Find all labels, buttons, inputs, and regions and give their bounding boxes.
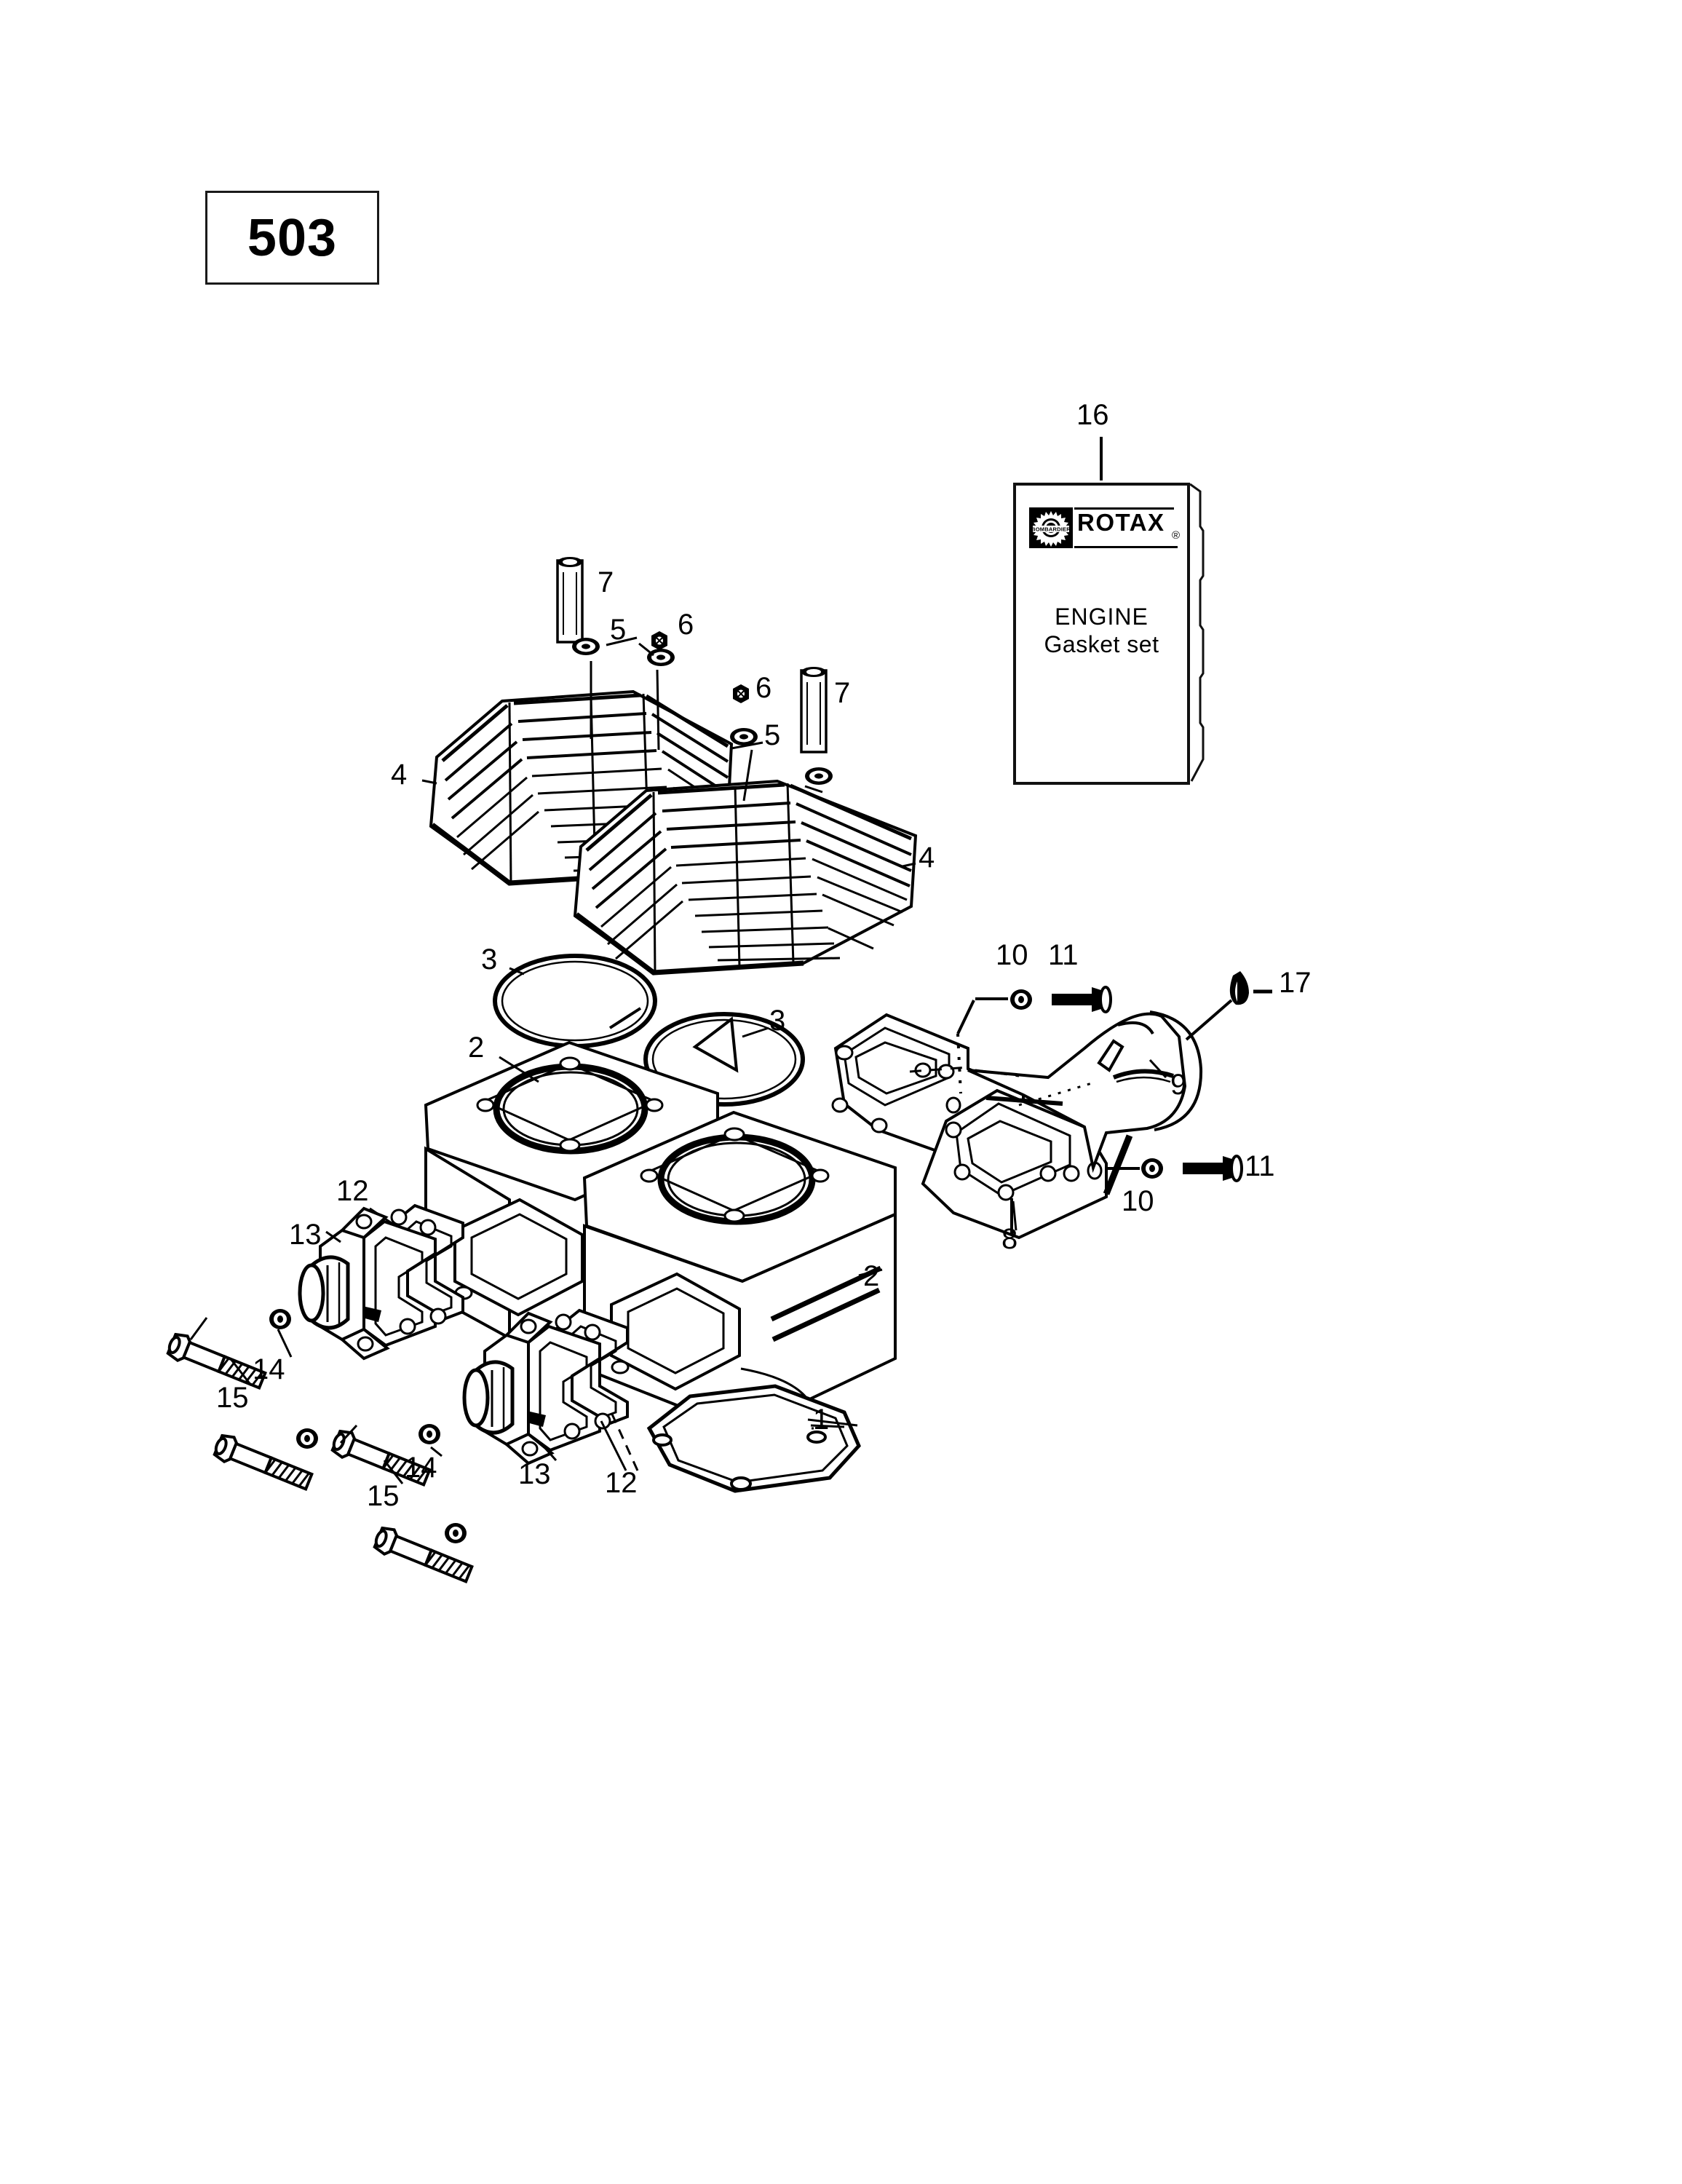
stud-right (800, 665, 828, 753)
callout-15b: 15 (367, 1480, 400, 1512)
leaders-head-hardware (590, 636, 823, 802)
callout-11b: 11 (1245, 1150, 1275, 1182)
washer-left-2 (647, 649, 675, 666)
washer-14-c (418, 1424, 440, 1444)
callout-1: 1 (813, 1404, 830, 1436)
callout-10b: 10 (1122, 1185, 1154, 1217)
callout-6a: 6 (678, 609, 694, 641)
cylinder-head-left (429, 689, 734, 886)
washer-right-2 (805, 767, 833, 785)
bolt-exhaust-lower (1183, 1155, 1243, 1182)
callout-11a: 11 (1048, 939, 1079, 971)
callout-17: 17 (1279, 967, 1312, 999)
bolt-15-d (373, 1526, 474, 1583)
head-gasket-left (493, 954, 657, 1048)
callout-13a: 13 (289, 1219, 322, 1251)
leaders-intake (189, 1207, 639, 1484)
callout-14a: 14 (253, 1353, 285, 1385)
washer-14-a (269, 1309, 291, 1329)
cylinder-block-left (424, 1040, 719, 1341)
exhaust-plug (1185, 971, 1272, 1041)
rotax-logo: BOMBARDIER ROTAX ® (1029, 507, 1180, 548)
bolt-15-b (213, 1433, 314, 1491)
nut-left (651, 630, 668, 651)
callout-16: 16 (1076, 399, 1109, 431)
bombardier-gear-icon: BOMBARDIER (1031, 511, 1071, 547)
washer-left (572, 638, 600, 655)
base-gasket (646, 1384, 861, 1493)
callout-12b: 12 (605, 1467, 638, 1499)
rotax-wordmark: ROTAX (1077, 509, 1165, 536)
logo-bottom-rule (1074, 546, 1178, 548)
leaders-major (421, 779, 1167, 1427)
callout-13b: 13 (518, 1458, 551, 1490)
package-title: ENGINE Gasket set (1013, 604, 1190, 659)
leaders-exhaust-hardware (956, 997, 1140, 1235)
callout-3a: 3 (481, 943, 498, 976)
cylinder-block-right (582, 1110, 897, 1433)
callout-8: 8 (1001, 1223, 1018, 1255)
nut-right (732, 684, 750, 704)
callout-12a: 12 (336, 1175, 369, 1207)
stud-left (556, 555, 584, 644)
intake-socket-upper (298, 1203, 464, 1361)
callout-7a: 7 (598, 566, 614, 598)
callout-5b: 5 (764, 719, 781, 751)
page-number: 503 (247, 208, 338, 267)
callout-5a: 5 (610, 614, 627, 646)
callout-2a: 2 (468, 1032, 485, 1064)
washer-right (730, 728, 758, 745)
callout-15a: 15 (216, 1382, 249, 1414)
callout-4b: 4 (919, 842, 935, 874)
package-side-flap (1190, 483, 1205, 782)
trademark-mark: ® (1172, 529, 1181, 542)
callout-14b: 14 (405, 1452, 437, 1484)
intake-socket-lower (462, 1308, 629, 1465)
callout-6b: 6 (755, 672, 772, 704)
callout-4a: 4 (391, 759, 408, 791)
package-title-line1: ENGINE (1055, 604, 1149, 630)
callout-2b: 2 (863, 1260, 880, 1292)
bolt-exhaust-upper (1052, 986, 1112, 1013)
callout-10a: 10 (996, 939, 1028, 971)
logo-top-rule (1074, 507, 1174, 510)
cylinder-head-right (573, 779, 918, 976)
washer-exhaust-upper (1010, 989, 1032, 1010)
callout-3b: 3 (769, 1005, 786, 1037)
washer-14-b (296, 1428, 318, 1449)
package-title-line2: Gasket set (1044, 630, 1159, 657)
washer-14-d (445, 1523, 467, 1543)
callout-7b: 7 (834, 677, 851, 709)
bombardier-emblem-icon: BOMBARDIER (1029, 507, 1073, 548)
callout-9: 9 (1170, 1069, 1187, 1101)
washer-exhaust-lower (1141, 1158, 1163, 1179)
svg-text:BOMBARDIER: BOMBARDIER (1031, 526, 1071, 533)
gasket-set-package: BOMBARDIER ROTAX ® ENGINE Gasket set (1013, 483, 1208, 785)
page-number-box: 503 (205, 191, 379, 285)
